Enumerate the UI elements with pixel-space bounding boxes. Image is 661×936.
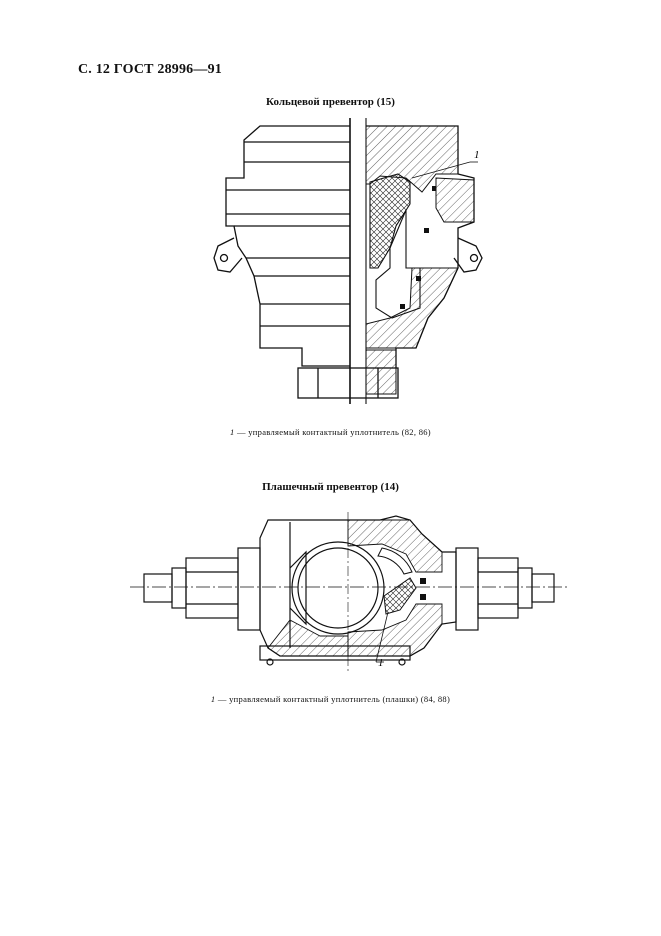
figure-1-title: Кольцевой превентор (15) (266, 96, 395, 108)
annular-preventer-drawing: 1 (213, 118, 483, 404)
caption-2-text: — управляемый контактный уплотнитель (пл… (215, 694, 451, 704)
figure-2-callout: 1 (378, 657, 384, 669)
caption-2-number: 1 (210, 694, 216, 704)
page-header: С. 12 ГОСТ 28996—91 (78, 62, 222, 77)
figure-1-caption: 1 — управляемый контактный уплотнитель (… (0, 427, 661, 437)
caption-1-text: — управляемый контактный уплотнитель (82… (234, 427, 431, 437)
ram-preventer-drawing: 1 (130, 512, 570, 672)
figure-2-caption: 1 — управляемый контактный уплотнитель (… (0, 694, 661, 704)
figure-2-title: Плашечный превентор (14) (262, 481, 399, 493)
caption-1-number: 1 (230, 427, 235, 437)
figure-1-callout: 1 (474, 149, 480, 161)
